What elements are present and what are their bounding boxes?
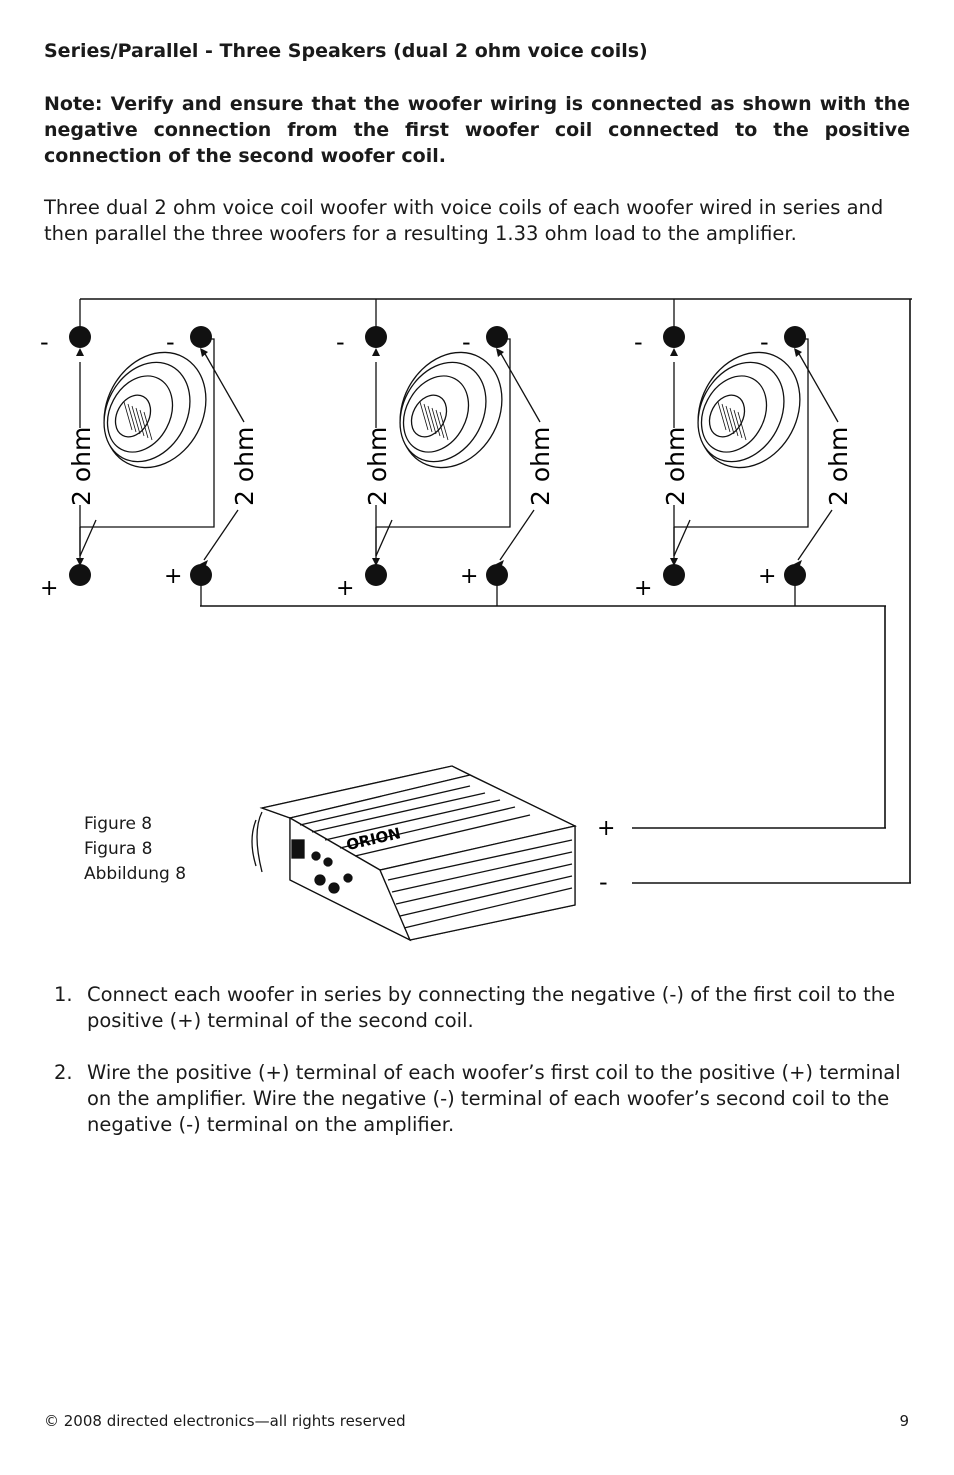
arrow-head bbox=[372, 348, 380, 356]
arrow-head bbox=[794, 560, 802, 568]
woofer-detail bbox=[435, 409, 445, 439]
arrow-head bbox=[496, 348, 504, 357]
woofer-detail bbox=[439, 411, 449, 441]
coil2-ohm-label: 2 ohm bbox=[230, 427, 259, 506]
coil2-plus-label: + bbox=[758, 564, 776, 589]
arrow-head bbox=[76, 558, 84, 566]
terminal-dot bbox=[663, 564, 685, 586]
arrow-head bbox=[670, 558, 678, 566]
figure-caption-de: Abbildung 8 bbox=[84, 864, 187, 884]
woofer-detail bbox=[135, 407, 145, 437]
coil2-minus-label: - bbox=[760, 328, 769, 356]
woofers-group: - - + +2 ohm 2 ohm - - + +2 ohm 2 ohm - - + +2 ohm 2 o… bbox=[40, 299, 853, 606]
arrow-head bbox=[76, 348, 84, 356]
coil1-ohm-label: 2 ohm bbox=[67, 427, 96, 506]
coil1-plus-label: + bbox=[40, 576, 58, 601]
list-item: 2. Wire the positive (+) terminal of eac… bbox=[44, 1060, 914, 1138]
woofer-detail bbox=[431, 407, 441, 437]
terminal-dot bbox=[69, 326, 91, 348]
woofer-detail bbox=[131, 405, 141, 435]
step-number: 1. bbox=[54, 983, 73, 1006]
coil1-ohm-label: 2 ohm bbox=[363, 427, 392, 506]
instruction-list: 1. Connect each woofer in series by conn… bbox=[44, 982, 914, 1164]
leader-line bbox=[79, 519, 97, 557]
leader-line bbox=[499, 351, 541, 423]
wiring-note: Note: Verify and ensure that the woofer … bbox=[44, 93, 910, 167]
section-heading: Series/Parallel - Three Speakers (dual 2… bbox=[44, 40, 648, 62]
woofer-drawing bbox=[103, 351, 207, 469]
terminal-dot bbox=[69, 564, 91, 586]
figure-caption-en: Figure 8 bbox=[84, 814, 153, 834]
figure-caption-es: Figura 8 bbox=[84, 839, 153, 859]
arrow-head bbox=[200, 560, 208, 568]
step-number: 2. bbox=[54, 1061, 73, 1084]
terminal-dot bbox=[784, 326, 806, 348]
arrow-head bbox=[670, 348, 678, 356]
coil2-minus-label: - bbox=[462, 328, 471, 356]
coil2-plus-label: + bbox=[460, 564, 478, 589]
terminal-dot bbox=[365, 564, 387, 586]
woofer-detail bbox=[737, 411, 747, 441]
leader-line bbox=[797, 351, 839, 423]
woofer-detail bbox=[123, 401, 133, 431]
terminal-dot bbox=[663, 326, 685, 348]
coil1-plus-label: + bbox=[336, 576, 354, 601]
leader-line bbox=[499, 509, 535, 561]
woofer-unit: - - + +2 ohm 2 ohm bbox=[40, 299, 259, 606]
woofer-detail bbox=[721, 403, 731, 433]
terminal-dot bbox=[784, 564, 806, 586]
list-item: 1. Connect each woofer in series by conn… bbox=[44, 982, 914, 1034]
coil1-minus-label: - bbox=[40, 328, 49, 356]
step-text: Wire the positive (+) terminal of each w… bbox=[87, 1061, 901, 1136]
terminal-dot bbox=[190, 564, 212, 586]
leader-line bbox=[203, 509, 239, 561]
arrow-head bbox=[794, 348, 802, 357]
coil2-ohm-label: 2 ohm bbox=[824, 427, 853, 506]
woofer-detail bbox=[427, 405, 437, 435]
terminal-dot bbox=[486, 326, 508, 348]
woofer-drawing bbox=[399, 351, 503, 469]
woofer-detail bbox=[139, 409, 149, 439]
woofer-detail bbox=[717, 401, 727, 431]
coil1-ohm-label: 2 ohm bbox=[661, 427, 690, 506]
arrow-head bbox=[372, 558, 380, 566]
arrow-head bbox=[496, 560, 504, 568]
amp-plus-label: + bbox=[597, 816, 615, 841]
coil1-minus-label: - bbox=[336, 328, 345, 356]
terminal-dot bbox=[486, 564, 508, 586]
terminal-dot bbox=[365, 326, 387, 348]
woofer-detail bbox=[423, 403, 433, 433]
amp-minus-label: - bbox=[599, 868, 608, 896]
woofer-detail bbox=[143, 411, 153, 441]
woofer-unit: - - + +2 ohm 2 ohm bbox=[336, 299, 555, 606]
leader-line bbox=[203, 351, 245, 423]
leader-line bbox=[797, 509, 833, 561]
step-text: Connect each woofer in series by connect… bbox=[87, 983, 896, 1032]
coil2-minus-label: - bbox=[166, 328, 175, 356]
leader-line bbox=[375, 519, 393, 557]
wiring-diagram: - - + +2 ohm 2 ohm - - + +2 ohm 2 ohm - - + +2 ohm 2 o… bbox=[40, 298, 912, 942]
page-number: 9 bbox=[899, 1412, 909, 1430]
amplifier-drawing bbox=[251, 765, 577, 942]
arrow-head bbox=[200, 348, 208, 357]
leader-line bbox=[673, 519, 691, 557]
terminal-dot bbox=[190, 326, 212, 348]
coil1-plus-label: + bbox=[634, 576, 652, 601]
woofer-detail bbox=[127, 403, 137, 433]
woofer-detail bbox=[729, 407, 739, 437]
woofer-detail bbox=[725, 405, 735, 435]
woofer-drawing bbox=[697, 351, 801, 469]
woofer-detail bbox=[733, 409, 743, 439]
coil2-ohm-label: 2 ohm bbox=[526, 427, 555, 506]
footer-copyright: © 2008 directed electronics—all rights r… bbox=[44, 1412, 406, 1430]
woofer-unit: - - + +2 ohm 2 ohm bbox=[634, 299, 853, 606]
woofer-detail bbox=[419, 401, 429, 431]
intro-paragraph: Three dual 2 ohm voice coil woofer with … bbox=[44, 196, 884, 245]
coil1-minus-label: - bbox=[634, 328, 643, 356]
coil2-plus-label: + bbox=[164, 564, 182, 589]
